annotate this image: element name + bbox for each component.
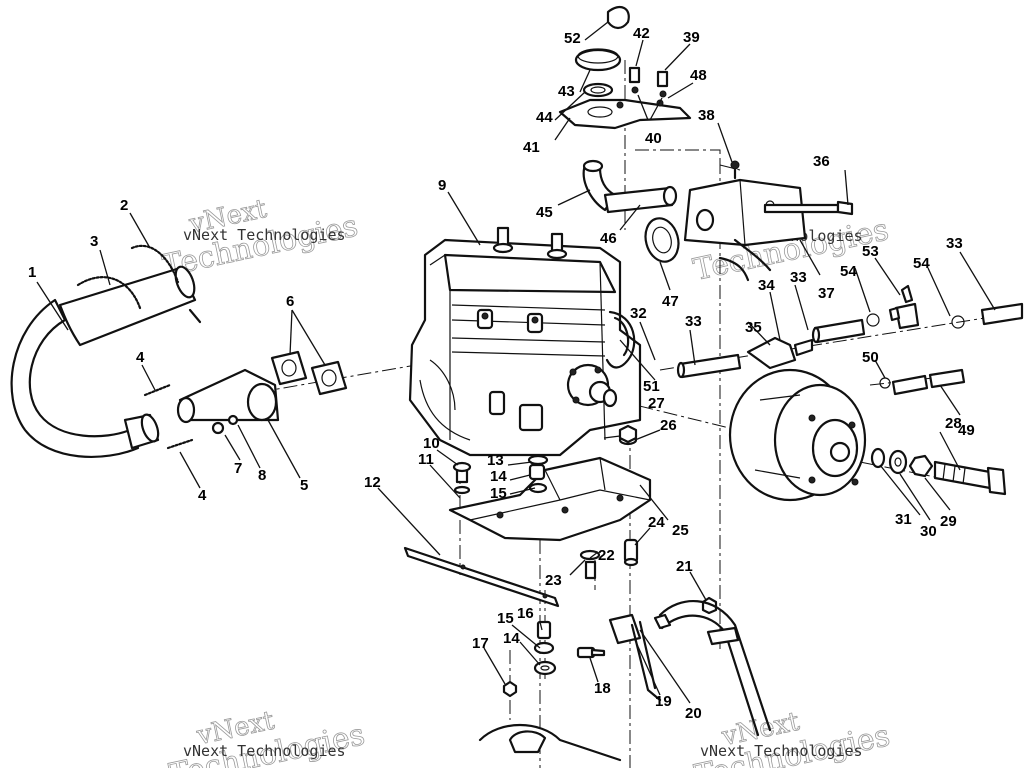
- callout-19: 19: [655, 693, 672, 710]
- callout-38: 38: [698, 107, 715, 124]
- callout-54: 54: [840, 263, 857, 280]
- callout-52: 52: [564, 30, 581, 47]
- callout-13: 13: [487, 452, 504, 469]
- callout-15: 15: [490, 485, 507, 502]
- callout-8: 8: [258, 467, 266, 484]
- callout-33: 33: [946, 235, 963, 252]
- callout-36: 36: [813, 153, 830, 170]
- callout-4: 4: [198, 487, 207, 504]
- callout-2: 2: [120, 197, 128, 214]
- callout-14: 14: [490, 468, 507, 485]
- callout-40: 40: [645, 130, 662, 147]
- callout-51: 51: [643, 378, 660, 395]
- engine-plate: [448, 456, 652, 542]
- exhaust-manifold: [176, 368, 280, 435]
- callout-22: 22: [598, 547, 615, 564]
- coolant-tank: [644, 160, 854, 282]
- watermark-line: vNext Technologies: [183, 226, 346, 244]
- callout-47: 47: [662, 293, 679, 310]
- callout-34: 34: [758, 277, 775, 294]
- callout-14: 14: [503, 630, 520, 647]
- callout-33: 33: [685, 313, 702, 330]
- watermark-bottom-right: vNext Technologies: [691, 706, 893, 768]
- callout-11: 11: [418, 451, 434, 468]
- gaskets: [270, 350, 348, 396]
- callout-1: 1: [28, 264, 36, 281]
- callout-29: 29: [940, 513, 957, 530]
- callout-50: 50: [862, 349, 879, 366]
- callout-23: 23: [545, 572, 562, 589]
- clutch-bolt: [933, 460, 1007, 496]
- callout-16: 16: [517, 605, 534, 622]
- exhaust-springs: [76, 244, 180, 310]
- callout-18: 18: [594, 680, 611, 697]
- callout-15: 15: [497, 610, 514, 627]
- callout-21: 21: [676, 558, 693, 575]
- callout-7: 7: [234, 460, 242, 477]
- callout-53: 53: [862, 243, 879, 260]
- small-springs: [143, 383, 194, 450]
- callout-37: 37: [818, 285, 835, 302]
- engine-block: [408, 226, 642, 457]
- callout-49: 49: [958, 422, 975, 439]
- callout-26: 26: [660, 417, 677, 434]
- watermark-line: vNext Technologies: [183, 742, 346, 760]
- callout-31: 31: [895, 511, 912, 528]
- frame-tube: [478, 600, 772, 762]
- drive-clutch: [728, 368, 867, 502]
- callout-44: 44: [536, 109, 553, 126]
- callout-43: 43: [558, 83, 575, 100]
- callout-27: 27: [648, 395, 665, 412]
- callout-24: 24: [648, 514, 665, 531]
- callout-25: 25: [672, 522, 689, 539]
- callout-4: 4: [136, 349, 145, 366]
- callout-32: 32: [630, 305, 647, 322]
- callout-labels: 1 2 3 4 4 5 6 7 8 9 10 11 12 13 14 14 15…: [28, 25, 975, 722]
- exhaust-pipe: [10, 265, 202, 459]
- callout-30: 30: [920, 523, 937, 540]
- callout-45: 45: [536, 204, 553, 221]
- callout-35: 35: [745, 319, 762, 336]
- filler-neck: [582, 159, 678, 214]
- callout-41: 41: [523, 139, 540, 156]
- callout-28: 28: [945, 415, 962, 432]
- callout-17: 17: [472, 635, 489, 652]
- callout-42: 42: [633, 25, 650, 42]
- callout-10: 10: [423, 435, 440, 452]
- clutch-hardware: [870, 447, 934, 478]
- leader-lines: [36, 21, 996, 704]
- callout-9: 9: [438, 177, 446, 194]
- callout-46: 46: [600, 230, 617, 247]
- callout-20: 20: [685, 705, 702, 722]
- fasteners: [452, 424, 718, 698]
- coolant-hoses: [676, 284, 1024, 396]
- watermark-line: vNext Technologies: [700, 742, 863, 760]
- callout-5: 5: [300, 477, 308, 494]
- callout-12: 12: [364, 474, 381, 491]
- callout-54: 54: [913, 255, 930, 272]
- mounting-strap: [403, 546, 560, 608]
- callout-48: 48: [690, 67, 707, 84]
- callout-3: 3: [90, 233, 98, 250]
- callout-6: 6: [286, 293, 294, 310]
- callout-33: 33: [790, 269, 807, 286]
- callout-39: 39: [683, 29, 700, 46]
